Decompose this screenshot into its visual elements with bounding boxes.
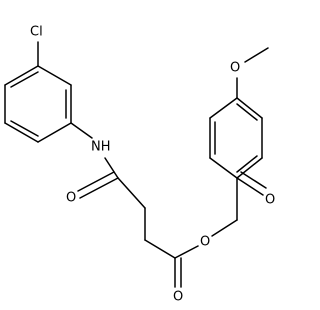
methoxy-oxygen-label: O xyxy=(230,61,240,76)
ketone-c-o-bond xyxy=(236,177,264,196)
aromatic-double-bond xyxy=(10,120,39,137)
bond xyxy=(4,65,39,86)
aromatic-double-bond xyxy=(236,155,258,173)
amide-c-o-double-bond xyxy=(77,171,115,192)
bond xyxy=(209,157,238,179)
ketone-oxygen-label: O xyxy=(265,193,275,208)
ester-oxygen-label: O xyxy=(200,235,210,250)
o-methyl-bond xyxy=(244,47,269,63)
c-o-ester-bond xyxy=(174,245,199,259)
chemical-structure-canvas: Cl NH O O O O xyxy=(4,24,276,305)
molecule-drawing: Cl NH O O O O xyxy=(4,25,275,305)
bond xyxy=(236,157,263,179)
bond xyxy=(37,122,72,143)
ester-carbonyl-oxygen-label: O xyxy=(173,290,183,305)
amide-oxygen-label: O xyxy=(66,191,76,206)
bond xyxy=(4,122,39,143)
aromatic-double-bond xyxy=(236,103,258,121)
bond xyxy=(209,97,238,119)
o-ch2-bond xyxy=(211,219,238,237)
chain-bond xyxy=(144,239,176,259)
bond xyxy=(236,97,263,119)
ring-n-bond xyxy=(70,122,93,139)
amide-nh-label: NH xyxy=(91,140,111,155)
chlorine-label: Cl xyxy=(30,25,43,40)
methoxyphenyl-ring xyxy=(209,97,263,179)
chlorophenyl-ring xyxy=(4,65,72,143)
amide-c-o-bond xyxy=(79,177,119,199)
chain-bond xyxy=(117,177,146,209)
aromatic-double-bond xyxy=(10,71,39,88)
ketone-c-o-double-bond xyxy=(240,171,267,189)
n-carbonyl-bond xyxy=(104,157,119,179)
bond xyxy=(37,65,72,86)
